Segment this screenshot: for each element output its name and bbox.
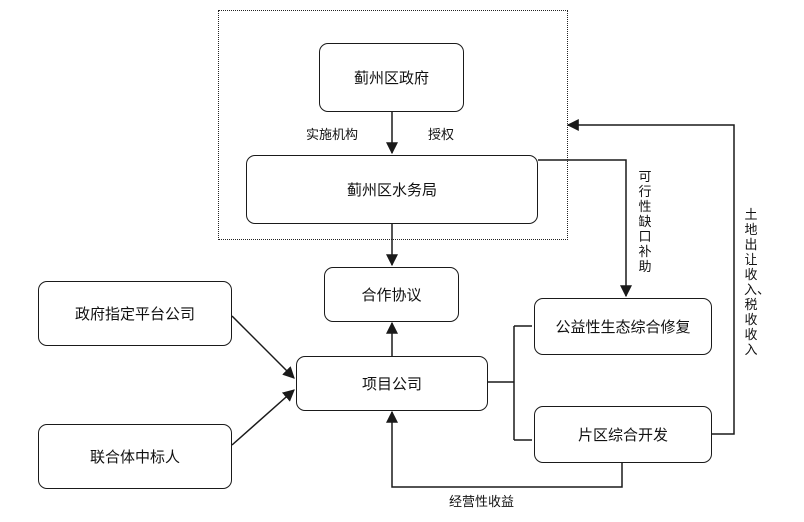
project-company-label: 项目公司 <box>361 375 422 393</box>
project-company-node: 项目公司 <box>296 356 488 411</box>
area-development-node: 片区综合开发 <box>534 406 712 463</box>
gap-subsidy-label: 可行性缺口补助 <box>638 170 652 275</box>
authorize-label: 授权 <box>428 128 455 143</box>
area-development-label: 片区综合开发 <box>577 426 668 444</box>
agreement-node: 合作协议 <box>324 267 459 322</box>
platform-company-node: 政府指定平台公司 <box>38 281 232 346</box>
consortium-label: 联合体中标人 <box>89 448 180 466</box>
eco-restoration-node: 公益性生态综合修复 <box>534 298 712 355</box>
water-bureau-node: 蓟州区水务局 <box>246 155 538 224</box>
operating-income-label: 经营性收益 <box>449 495 515 510</box>
land-tax-income-label: 土地出让收入、税收收入 <box>744 208 771 358</box>
consortium-node: 联合体中标人 <box>38 424 232 489</box>
gov-label: 蓟州区政府 <box>353 69 429 87</box>
gov-node: 蓟州区政府 <box>319 43 464 112</box>
platform-company-label: 政府指定平台公司 <box>74 305 195 323</box>
eco-restoration-label: 公益性生态综合修复 <box>555 318 691 336</box>
implementing-agency-label: 实施机构 <box>306 128 359 143</box>
agreement-label: 合作协议 <box>361 286 422 304</box>
water-bureau-label: 蓟州区水务局 <box>346 181 437 199</box>
